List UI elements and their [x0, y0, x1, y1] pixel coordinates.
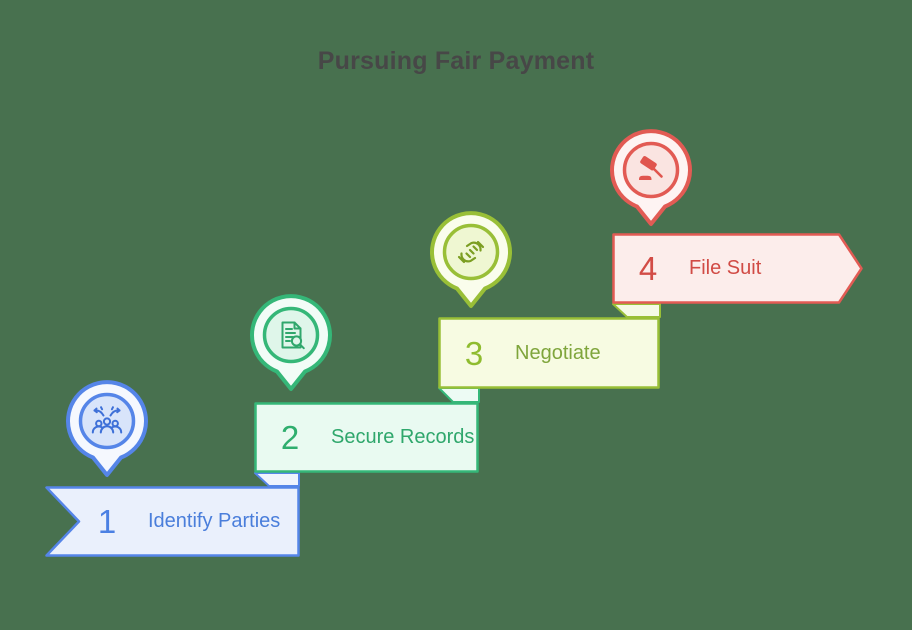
step-2-pin	[250, 294, 332, 391]
step-1-banner	[45, 486, 300, 557]
document-search-icon	[281, 321, 305, 350]
step-3-label: Negotiate	[515, 341, 601, 364]
step-4: 4 File Suit	[610, 129, 863, 304]
step-4-text: 4 File Suit	[612, 233, 840, 304]
handshake-icon	[457, 240, 485, 264]
diagram-title: Pursuing Fair Payment	[317, 47, 595, 75]
gavel-icon	[638, 156, 663, 180]
step-1-pin	[66, 380, 148, 477]
step-2-banner	[254, 402, 479, 473]
step-3-text: 3 Negotiate	[438, 317, 660, 389]
step-3: 3 Negotiate	[430, 211, 660, 389]
ribbon-fold-step-1-to-2	[254, 472, 300, 487]
step-4-label: File Suit	[689, 257, 762, 279]
crowd-cheer-icon	[91, 406, 123, 434]
step-2: 2 Secure Records	[250, 294, 479, 473]
step-3-banner	[438, 317, 660, 389]
step-4-banner	[612, 233, 863, 304]
step-2-text: 2 Secure Records	[254, 402, 479, 473]
step-1-label: Identify Parties	[148, 510, 281, 532]
step-3-pin	[430, 211, 512, 308]
step-1-text: 1 Identify Parties	[45, 486, 300, 557]
step-2-number: 2	[280, 419, 300, 456]
step-2-label: Secure Records	[331, 426, 475, 448]
step-4-pin	[610, 129, 692, 226]
ribbon-fold-step-2-to-3	[438, 387, 480, 403]
step-1-number: 1	[97, 503, 117, 540]
step-4-number: 4	[638, 250, 658, 287]
step-1: 1 Identify Parties	[45, 380, 300, 557]
step-3-number: 3	[464, 334, 484, 372]
ribbon-fold-step-3-to-4	[612, 303, 661, 318]
